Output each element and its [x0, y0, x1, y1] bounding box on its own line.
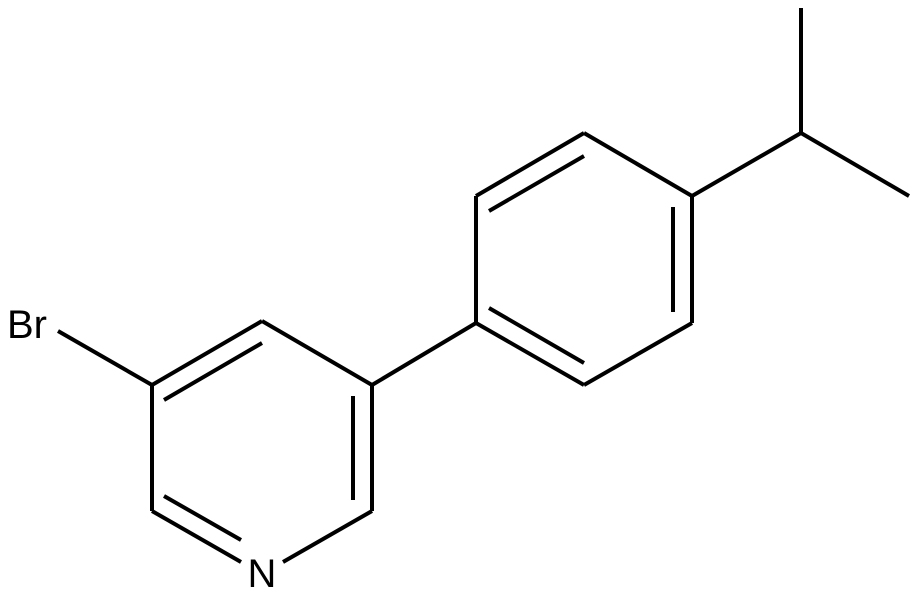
bond-biaryl	[370, 321, 478, 387]
bond-b5-b6	[583, 321, 693, 387]
atom-label-nitrogen: N	[248, 552, 277, 596]
bond-ch-methyl-right	[799, 131, 911, 198]
bond-n-c2-inner	[163, 494, 242, 542]
bond-b2-b3	[474, 131, 586, 198]
bond-b3-b4	[582, 131, 694, 198]
pyridine-ring	[150, 319, 374, 564]
isopropyl-group	[690, 8, 911, 198]
benzene-ring	[474, 131, 694, 387]
bond-c3-c4-inner	[162, 341, 264, 402]
bond-b6-b1	[475, 321, 585, 387]
bond-n-c2	[151, 509, 242, 564]
bond-ring-ch	[690, 131, 803, 198]
atom-label-bromine: Br	[7, 303, 47, 347]
bond-b2-b3-inner	[487, 154, 586, 213]
bond-c4-c5	[260, 319, 374, 387]
bond-c3-c4	[150, 319, 264, 387]
bond-b6-b1-inner	[487, 306, 586, 365]
bond-c3-br	[57, 329, 153, 387]
bond-c6-n	[282, 509, 373, 564]
